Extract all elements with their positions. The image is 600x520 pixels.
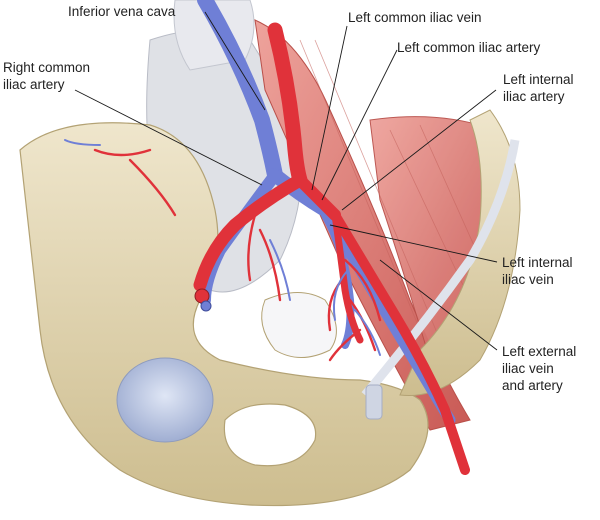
venous-branches xyxy=(64,139,381,356)
leader-liiv xyxy=(329,224,498,263)
inguinal-ligament xyxy=(361,139,520,398)
label-left-common-iliac-vein: Left common iliac vein xyxy=(348,10,482,25)
leader-lciv xyxy=(311,25,348,191)
arteries xyxy=(64,22,470,475)
label-left-internal-iliac-vein-line1: Left internal xyxy=(502,255,573,270)
inferior-vena-cava xyxy=(197,0,283,183)
ligament-attachment xyxy=(365,384,383,420)
label-right-common-iliac-artery-line2: iliac artery xyxy=(3,77,65,92)
pubic-symphysis xyxy=(116,357,214,443)
labels: Inferior vena cava Left common iliac vei… xyxy=(3,4,576,393)
obturator-foramen xyxy=(223,403,317,467)
leader-lines xyxy=(74,11,498,351)
leader-rcia xyxy=(74,89,263,186)
label-left-external-iliac-line2: iliac vein xyxy=(502,361,554,376)
pelvic-inlet xyxy=(261,292,337,358)
cut-vessel-end-vein xyxy=(200,300,212,312)
label-left-internal-iliac-artery-line1: Left internal xyxy=(503,72,574,87)
label-right-common-iliac-artery-line1: Right common xyxy=(3,60,90,75)
label-left-external-iliac-line3: and artery xyxy=(502,378,563,393)
leader-ivc xyxy=(204,11,266,111)
label-left-internal-iliac-artery-line2: iliac artery xyxy=(503,89,565,104)
left-internal-iliac-artery xyxy=(331,211,364,344)
label-left-internal-iliac-vein-line2: iliac vein xyxy=(502,272,554,287)
label-left-common-iliac-artery: Left common iliac artery xyxy=(397,40,541,55)
label-left-external-iliac-line1: Left external xyxy=(502,344,576,359)
leader-lcia xyxy=(321,49,398,201)
abdominal-aorta xyxy=(267,22,308,188)
left-external-iliac-artery xyxy=(330,210,470,475)
right-common-iliac-artery xyxy=(193,173,307,292)
leader-liia xyxy=(341,89,497,211)
leader-leiva xyxy=(379,259,498,351)
label-inferior-vena-cava: Inferior vena cava xyxy=(68,4,176,19)
